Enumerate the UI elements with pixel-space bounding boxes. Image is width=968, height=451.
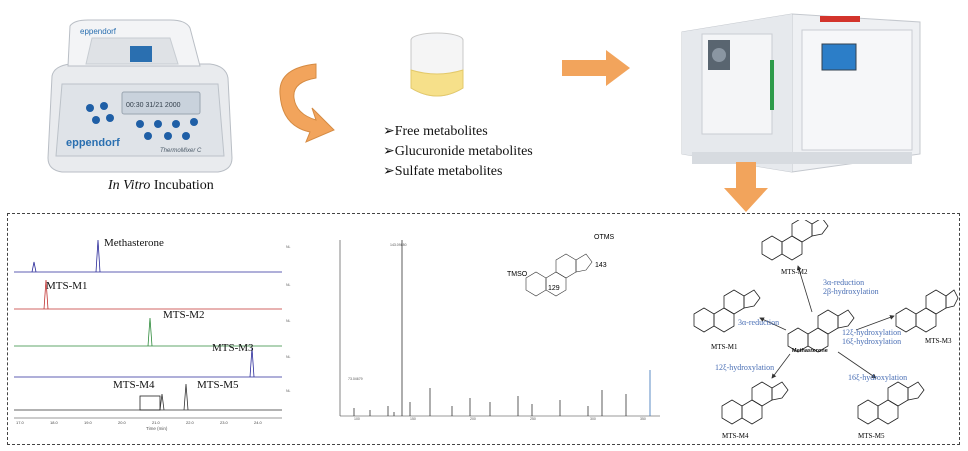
reaction-m1: 3α-reduction (738, 318, 780, 327)
svg-text:23.0: 23.0 (220, 420, 229, 425)
pathway-m1-label: MTS-M1 (711, 343, 738, 351)
peak-label-m1: MTS-M1 (46, 280, 88, 292)
curved-arrow-icon (279, 63, 335, 143)
svg-text:150: 150 (410, 417, 416, 421)
list-item: ➢Free metabolites (383, 124, 488, 139)
incubation-caption: In Vitro Incubation (108, 178, 214, 193)
pathway-m5-label: MTS-M5 (858, 432, 885, 440)
svg-text:17.0: 17.0 (16, 420, 25, 425)
right-arrow-icon (562, 50, 630, 86)
down-arrow-icon (724, 162, 768, 212)
reaction-m3-a: 12ξ-hydroxylation (842, 328, 902, 337)
brand-logo-front: eppendorf (66, 137, 120, 149)
display-readout: 00:30 31/21 2000 (126, 102, 181, 109)
results-panel (7, 213, 960, 445)
svg-text:21.0: 21.0 (152, 420, 161, 425)
svg-text:19.0: 19.0 (84, 420, 93, 425)
svg-text:NL: NL (286, 389, 291, 393)
svg-text:NL: NL (286, 355, 291, 359)
svg-text:200: 200 (470, 417, 476, 421)
thermomixer-image: 00:30 31/21 2000 eppendorf ThermoMixer C… (47, 19, 233, 173)
svg-text:350: 350 (640, 417, 646, 421)
svg-text:18.0: 18.0 (50, 420, 59, 425)
reaction-m2-b: 2β-hydroxylation (823, 287, 879, 296)
metabolite-list: ➢Free metabolites ➢Glucuronide metabolit… (383, 122, 533, 182)
fragment-otms: OTMS (594, 234, 615, 241)
peak-label-m5: MTS-M5 (197, 379, 239, 391)
reaction-m4: 12ξ-hydroxylation (715, 363, 775, 372)
mass-spectrum-panel: 143.09880 73.04679 100 150 200 250 300 350 (339, 240, 660, 421)
peak-label-m3: MTS-M3 (212, 342, 254, 354)
fragment-129: 129 (548, 285, 560, 292)
pathway-m2-label: MTS-M2 (781, 268, 808, 276)
svg-text:73.04679: 73.04679 (348, 377, 363, 381)
peak-label-methasterone: Methasterone (104, 237, 164, 249)
svg-text:250: 250 (530, 417, 536, 421)
fragment-tmso: TMSO (507, 271, 528, 278)
pathway-center-label: Methasterone (792, 348, 828, 354)
chromatogram-panel: 17.0 18.0 19.0 20.0 21.0 22.0 23.0 24.0 NL NL N… (14, 239, 291, 425)
svg-text:22.0: 22.0 (186, 420, 195, 425)
pathway-panel (693, 220, 959, 425)
gc-ms-instrument-image (681, 13, 921, 173)
reaction-m2-a: 3α-reduction (823, 278, 865, 287)
reaction-m5: 16ξ-hydroxylation (848, 373, 908, 382)
svg-text:100: 100 (354, 417, 360, 421)
svg-text:20.0: 20.0 (118, 420, 127, 425)
svg-text:143.09880: 143.09880 (390, 243, 407, 247)
reaction-m3-b: 16ξ-hydroxylation (842, 337, 902, 346)
svg-text:NL: NL (286, 319, 291, 323)
list-item: ➢Glucuronide metabolites (383, 144, 533, 159)
peak-label-m4: MTS-M4 (113, 379, 155, 391)
x-axis-label: Time (min) (146, 426, 168, 431)
svg-text:eppendorf: eppendorf (80, 27, 117, 36)
list-item: ➢Sulfate metabolites (383, 164, 503, 179)
svg-text:ThermoMixer C: ThermoMixer C (160, 148, 202, 154)
peak-label-m2: MTS-M2 (163, 309, 205, 321)
pathway-m3-label: MTS-M3 (925, 337, 952, 345)
svg-text:NL: NL (286, 245, 291, 249)
svg-text:24.0: 24.0 (254, 420, 263, 425)
pathway-m4-label: MTS-M4 (722, 432, 749, 440)
fragment-143: 143 (595, 262, 607, 269)
svg-text:300: 300 (590, 417, 596, 421)
svg-text:NL: NL (286, 283, 291, 287)
sample-vial-icon (410, 32, 464, 97)
